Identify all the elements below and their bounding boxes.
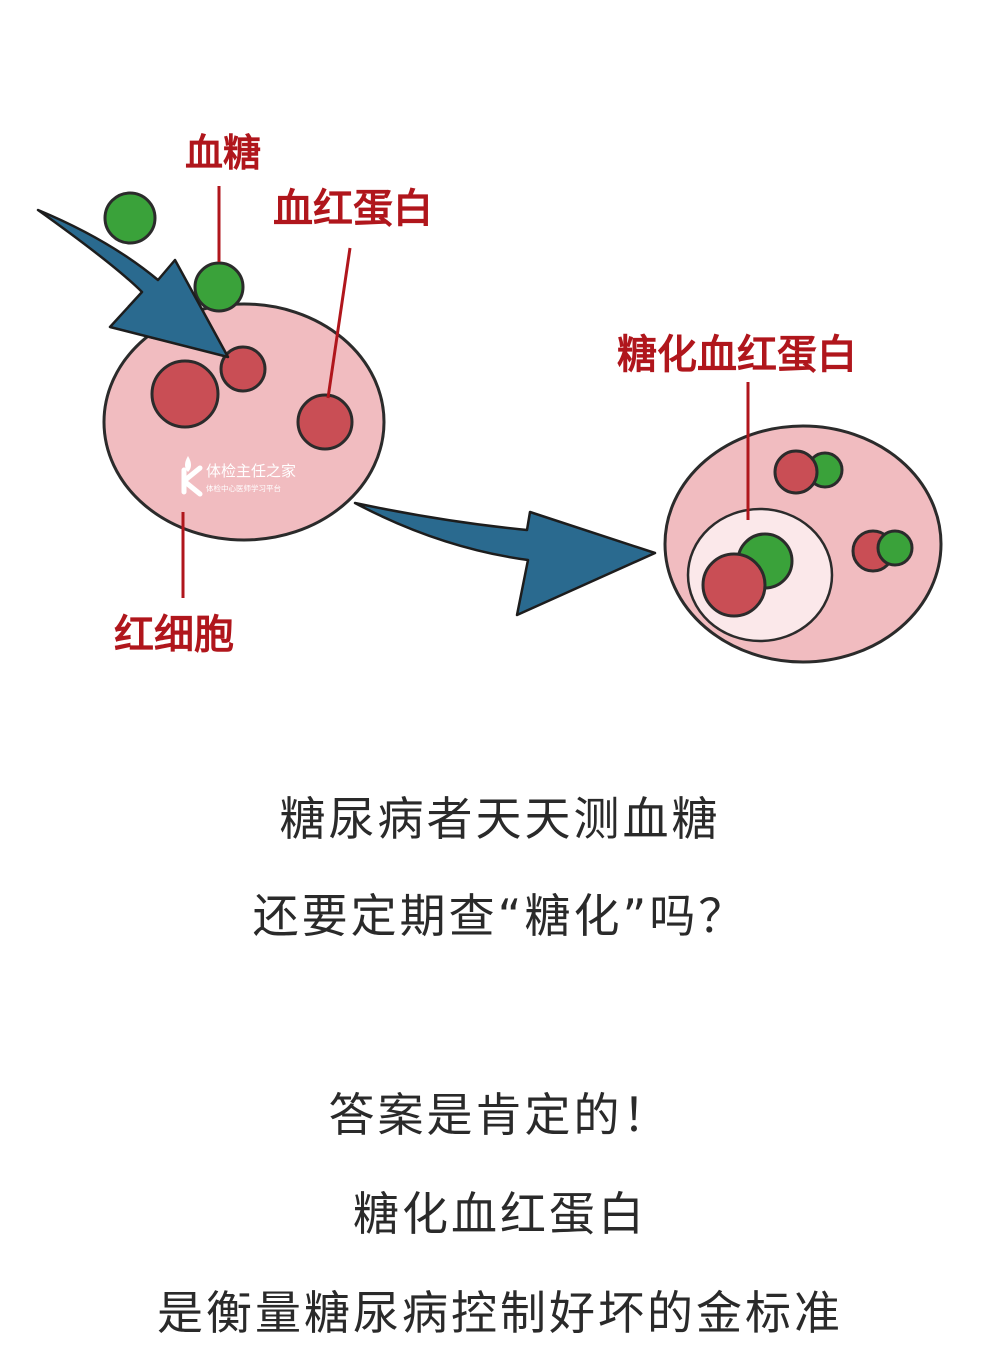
hemoglobin-dot — [219, 345, 267, 393]
watermark-tagline: 体检中心医师学习平台 — [206, 483, 281, 493]
answer-line-3: 是衡量糖尿病控制好坏的金标准 — [157, 1286, 843, 1340]
label-blood-sugar: 血糖 — [185, 131, 261, 175]
answer-line-2: 糖化血红蛋白 — [353, 1187, 647, 1241]
hemoglobin-dot — [773, 449, 819, 495]
label-glycated-hemoglobin: 糖化血红蛋白 — [617, 332, 857, 378]
logo-k-icon — [181, 465, 203, 497]
hemoglobin-dot — [296, 393, 354, 451]
answer-line-1: 答案是肯定的！ — [328, 1088, 672, 1142]
watermark-logo: 体检主任之家 体检中心医师学习平台 — [181, 456, 296, 497]
glucose-dot — [103, 191, 157, 245]
watermark-name: 体检主任之家 — [206, 462, 296, 480]
hemoglobin-dot — [701, 552, 767, 618]
glycation-diagram: 血糖 血红蛋白 红细胞 糖化血红蛋白 体检主任之家 体检中心医师学习平台 — [36, 131, 943, 664]
hemoglobin-dot — [150, 359, 220, 429]
glucose-dot — [193, 261, 245, 313]
question-line-1: 糖尿病者天天测血糖 — [279, 792, 721, 846]
entry-arrow — [36, 208, 230, 359]
question-line-2: 还要定期查“糖化”吗？ — [252, 889, 748, 943]
label-hemoglobin: 血红蛋白 — [273, 186, 433, 232]
pointer-line-hemoglobin — [326, 247, 352, 399]
glucose-dot — [876, 529, 914, 567]
transition-arrow — [353, 501, 657, 617]
label-red-blood-cell: 红细胞 — [114, 612, 234, 658]
logo-mark-icon — [185, 456, 191, 472]
